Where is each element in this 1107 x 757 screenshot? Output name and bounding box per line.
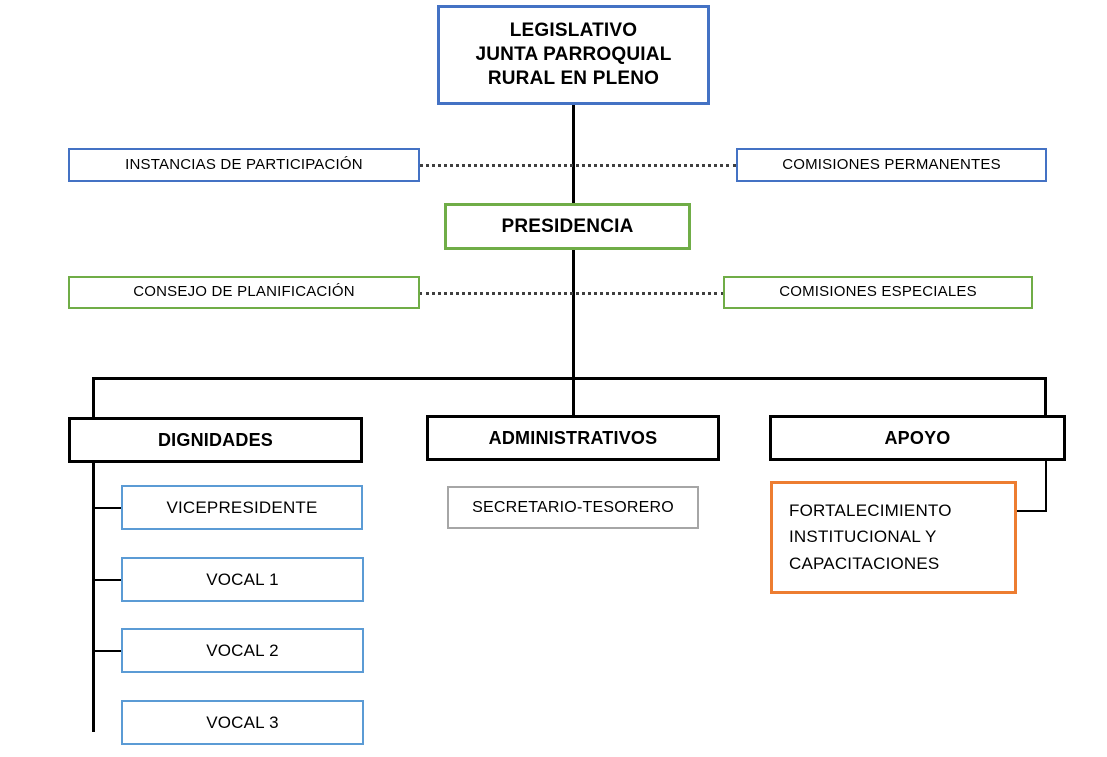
connector-rail-to-vicepresidente [92,507,122,509]
connector-dignidades-rail [92,462,95,732]
node-administrativos[interactable]: ADMINISTRATIVOS [426,415,720,461]
node-label: LEGISLATIVO JUNTA PARROQUIAL RURAL EN PL… [475,20,672,89]
node-fortalecimiento-institucional[interactable]: FORTALECIMIENTO INSTITUCIONAL Y CAPACITA… [770,481,1017,594]
node-comisiones-permanentes[interactable]: COMISIONES PERMANENTES [736,148,1047,182]
node-label: FORTALECIMIENTO INSTITUCIONAL Y CAPACITA… [789,500,952,573]
connector-apoyo-down [1045,461,1047,511]
node-vocal-3[interactable]: VOCAL 3 [121,700,364,745]
node-instancias-de-participacion[interactable]: INSTANCIAS DE PARTICIPACIÓN [68,148,420,182]
node-label: VOCAL 1 [206,569,279,589]
node-label: PRESIDENCIA [501,215,634,237]
node-label: DIGNIDADES [157,429,273,450]
node-label: CONSEJO DE PLANIFICACIÓN [133,283,355,301]
node-presidencia[interactable]: PRESIDENCIA [444,203,691,250]
node-apoyo[interactable]: APOYO [769,415,1066,461]
node-label: SECRETARIO-TESORERO [472,498,674,516]
connector-bus-to-administrativos [572,377,575,415]
connector-main-bus [92,377,1047,380]
node-legislativo-junta-parroquial[interactable]: LEGISLATIVO JUNTA PARROQUIAL RURAL EN PL… [437,5,710,105]
node-vocal-2[interactable]: VOCAL 2 [121,628,364,673]
node-secretario-tesorero[interactable]: SECRETARIO-TESORERO [447,486,699,529]
node-label: VOCAL 2 [206,640,279,660]
connector-dotted-participacion-comisiones [419,164,737,167]
node-vicepresidente[interactable]: VICEPRESIDENTE [121,485,363,530]
node-label: ADMINISTRATIVOS [488,427,658,448]
node-label: VOCAL 3 [206,712,279,732]
node-vocal-1[interactable]: VOCAL 1 [121,557,364,602]
connector-apoyo-to-fortalecimiento [1016,510,1047,512]
connector-presidencia-to-bus [572,250,575,380]
node-dignidades[interactable]: DIGNIDADES [68,417,363,463]
node-label: COMISIONES ESPECIALES [779,283,977,301]
node-consejo-de-planificacion[interactable]: CONSEJO DE PLANIFICACIÓN [68,276,420,309]
node-label: VICEPRESIDENTE [166,497,318,517]
connector-bus-to-apoyo [1044,377,1047,415]
node-label: INSTANCIAS DE PARTICIPACIÓN [125,155,363,173]
node-label: COMISIONES PERMANENTES [782,155,1001,173]
connector-root-to-presidencia [572,105,575,203]
connector-bus-to-dignidades [92,377,95,419]
node-comisiones-especiales[interactable]: COMISIONES ESPECIALES [723,276,1033,309]
node-label: APOYO [884,427,951,448]
connector-rail-to-vocal-1 [92,579,122,581]
connector-rail-to-vocal-2 [92,650,122,652]
connector-dotted-consejo-especiales [419,292,724,295]
